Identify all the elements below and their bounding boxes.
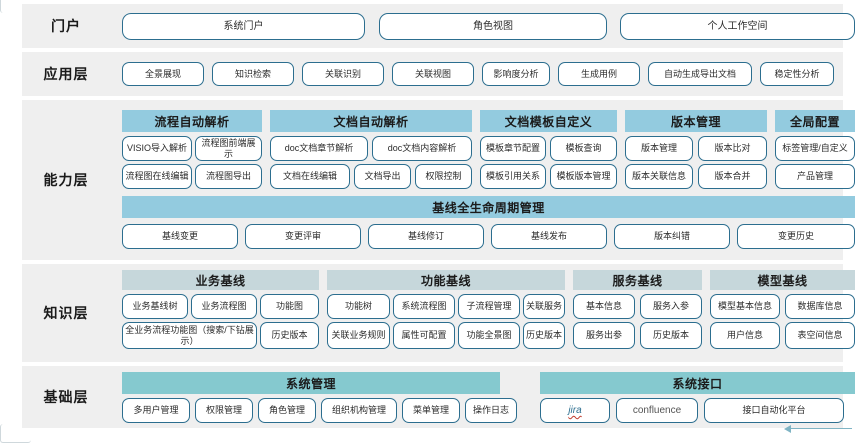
- layer-label-foundation: 基础层: [43, 389, 89, 405]
- flow-arrow-head: [784, 425, 791, 433]
- application-item-6[interactable]: 自动生成导出文档: [648, 62, 752, 86]
- knowledge-item-0-2[interactable]: 功能图: [260, 294, 319, 319]
- knowledge-item-1-4[interactable]: 关联业务规则: [327, 322, 390, 349]
- knowledge-item-1-6[interactable]: 功能全景图: [458, 322, 520, 349]
- capability-item-4-1[interactable]: 产品管理: [775, 164, 855, 189]
- capability-item-1-3[interactable]: 文档导出: [354, 164, 411, 189]
- layer-band-application: 应用层 全景展现 知识检索 关联识别 关联视图 影响度分析 生成用例 自动生成导…: [22, 52, 843, 96]
- capability-item-1-1[interactable]: doc文档内容解析: [372, 136, 472, 161]
- foundation-item-0-3[interactable]: 组织机构管理: [321, 398, 397, 423]
- capability-item-2-2[interactable]: 模板引用关系: [480, 164, 546, 189]
- knowledge-group-title-0: 业务基线: [122, 270, 319, 290]
- foundation-item-0-4[interactable]: 菜单管理: [402, 398, 460, 423]
- application-item-4[interactable]: 影响度分析: [482, 62, 550, 86]
- knowledge-item-2-3[interactable]: 历史版本: [640, 322, 702, 349]
- knowledge-item-0-4[interactable]: 历史版本: [260, 322, 319, 349]
- capability-lifecycle-item-0[interactable]: 基线变更: [122, 224, 238, 249]
- layer-body-portal: 系统门户 角色视图 个人工作空间: [100, 4, 855, 48]
- layer-body-knowledge: 业务基线 业务基线树 业务流程图 功能图 全业务流程功能图（搜索/下钻展示） 历…: [100, 264, 855, 362]
- foundation-item-0-5[interactable]: 操作日志: [465, 398, 517, 423]
- layer-body-foundation: 系统管理 多用户管理 权限管理 角色管理 组织机构管理 菜单管理 操作日志 系统…: [100, 366, 855, 428]
- knowledge-group-title-2: 服务基线: [573, 270, 702, 290]
- layer-band-knowledge: 知识层 业务基线 业务基线树 业务流程图 功能图 全业务流程功能图（搜索/下钻展…: [22, 264, 855, 362]
- layer-band-foundation: 基础层 系统管理 多用户管理 权限管理 角色管理 组织机构管理 菜单管理 操作日…: [22, 366, 855, 428]
- capability-lifecycle-item-3[interactable]: 基线发布: [491, 224, 607, 249]
- knowledge-item-3-3[interactable]: 表空间信息: [785, 322, 855, 349]
- knowledge-item-0-1[interactable]: 业务流程图: [191, 294, 257, 319]
- capability-item-2-1[interactable]: 模板查询: [550, 136, 617, 161]
- knowledge-item-3-0[interactable]: 模型基本信息: [710, 294, 780, 319]
- layer-label-capability: 能力层: [43, 172, 89, 188]
- knowledge-item-1-0[interactable]: 功能树: [327, 294, 390, 319]
- knowledge-item-2-0[interactable]: 基本信息: [573, 294, 635, 319]
- layer-body-capability: 流程自动解析 VISIO导入解析 流程图前端展示 流程图在线编辑 流程图导出 文…: [100, 100, 855, 260]
- foundation-item-0-0[interactable]: 多用户管理: [122, 398, 190, 423]
- foundation-item-1-2[interactable]: 接口自动化平台: [704, 398, 844, 423]
- flow-arrow-line: [790, 428, 852, 429]
- knowledge-group-title-3: 模型基线: [710, 270, 855, 290]
- knowledge-item-1-7[interactable]: 历史版本: [523, 322, 565, 349]
- foundation-item-0-1[interactable]: 权限管理: [195, 398, 253, 423]
- capability-group-title-3: 版本管理: [625, 110, 767, 132]
- jira-logo: jira: [568, 404, 582, 416]
- knowledge-item-0-3[interactable]: 全业务流程功能图（搜索/下钻展示）: [122, 322, 257, 349]
- application-item-3[interactable]: 关联视图: [392, 62, 474, 86]
- capability-group-title-1: 文档自动解析: [270, 110, 472, 132]
- foundation-item-1-1[interactable]: confluence: [616, 398, 698, 423]
- foundation-group-title-0: 系统管理: [122, 372, 500, 394]
- knowledge-item-0-0[interactable]: 业务基线树: [122, 294, 188, 319]
- capability-item-3-0[interactable]: 版本管理: [625, 136, 693, 161]
- capability-item-3-2[interactable]: 版本关联信息: [625, 164, 693, 189]
- knowledge-group-title-1: 功能基线: [327, 270, 565, 290]
- capability-item-3-1[interactable]: 版本比对: [698, 136, 767, 161]
- foundation-item-0-2[interactable]: 角色管理: [258, 398, 316, 423]
- application-item-7[interactable]: 稳定性分析: [760, 62, 834, 86]
- application-item-1[interactable]: 知识检索: [212, 62, 294, 86]
- capability-item-2-3[interactable]: 模板版本管理: [550, 164, 617, 189]
- capability-item-1-2[interactable]: 文档在线编辑: [270, 164, 350, 189]
- capability-item-1-0[interactable]: doc文档章节解析: [270, 136, 368, 161]
- knowledge-item-1-3[interactable]: 关联服务: [523, 294, 565, 319]
- layer-band-portal: 门户 系统门户 角色视图 个人工作空间: [22, 4, 855, 48]
- knowledge-item-3-2[interactable]: 用户信息: [710, 322, 780, 349]
- capability-lifecycle-item-2[interactable]: 基线修订: [368, 224, 484, 249]
- capability-item-0-3[interactable]: 流程图导出: [195, 164, 262, 189]
- capability-lifecycle-item-5[interactable]: 变更历史: [737, 224, 855, 249]
- capability-group-title-0: 流程自动解析: [122, 110, 262, 132]
- knowledge-item-1-1[interactable]: 系统流程图: [393, 294, 455, 319]
- layer-label-portal: 门户: [51, 18, 81, 34]
- capability-lifecycle-title: 基线全生命周期管理: [122, 196, 855, 218]
- capability-item-3-3[interactable]: 版本合并: [698, 164, 767, 189]
- knowledge-item-3-1[interactable]: 数据库信息: [785, 294, 855, 319]
- capability-group-title-2: 文档模板自定义: [480, 110, 617, 132]
- application-item-0[interactable]: 全景展现: [122, 62, 204, 86]
- portal-item-1[interactable]: 角色视图: [379, 13, 607, 40]
- application-item-5[interactable]: 生成用例: [558, 62, 640, 86]
- capability-item-0-2[interactable]: 流程图在线编辑: [122, 164, 192, 189]
- knowledge-item-1-2[interactable]: 子流程管理: [458, 294, 520, 319]
- knowledge-item-1-5[interactable]: 属性可配置: [393, 322, 455, 349]
- portal-item-0[interactable]: 系统门户: [122, 13, 365, 40]
- foundation-group-title-1: 系统接口: [540, 372, 855, 394]
- capability-item-2-0[interactable]: 模板章节配置: [480, 136, 546, 161]
- capability-lifecycle-item-1[interactable]: 变更评审: [245, 224, 361, 249]
- confluence-logo: confluence: [632, 404, 682, 416]
- knowledge-item-2-2[interactable]: 服务出参: [573, 322, 635, 349]
- layer-label-knowledge: 知识层: [43, 305, 89, 321]
- capability-item-0-1[interactable]: 流程图前端展示: [195, 136, 262, 161]
- layer-body-application: 全景展现 知识检索 关联识别 关联视图 影响度分析 生成用例 自动生成导出文档 …: [100, 52, 834, 96]
- layer-band-capability: 能力层 流程自动解析 VISIO导入解析 流程图前端展示 流程图在线编辑 流程图…: [22, 100, 855, 260]
- capability-group-title-4: 全局配置: [775, 110, 855, 132]
- foundation-item-1-0[interactable]: jira: [540, 398, 610, 423]
- capability-item-1-4[interactable]: 权限控制: [415, 164, 472, 189]
- capability-lifecycle-item-4[interactable]: 版本纠错: [614, 224, 730, 249]
- application-item-2[interactable]: 关联识别: [302, 62, 384, 86]
- frame-corner-top-left: [0, 0, 31, 13]
- capability-item-0-0[interactable]: VISIO导入解析: [122, 136, 192, 161]
- portal-item-2[interactable]: 个人工作空间: [620, 13, 855, 40]
- knowledge-item-2-1[interactable]: 服务入参: [640, 294, 702, 319]
- layer-label-application: 应用层: [43, 66, 89, 82]
- capability-item-4-0[interactable]: 标签管理/自定义: [775, 136, 855, 161]
